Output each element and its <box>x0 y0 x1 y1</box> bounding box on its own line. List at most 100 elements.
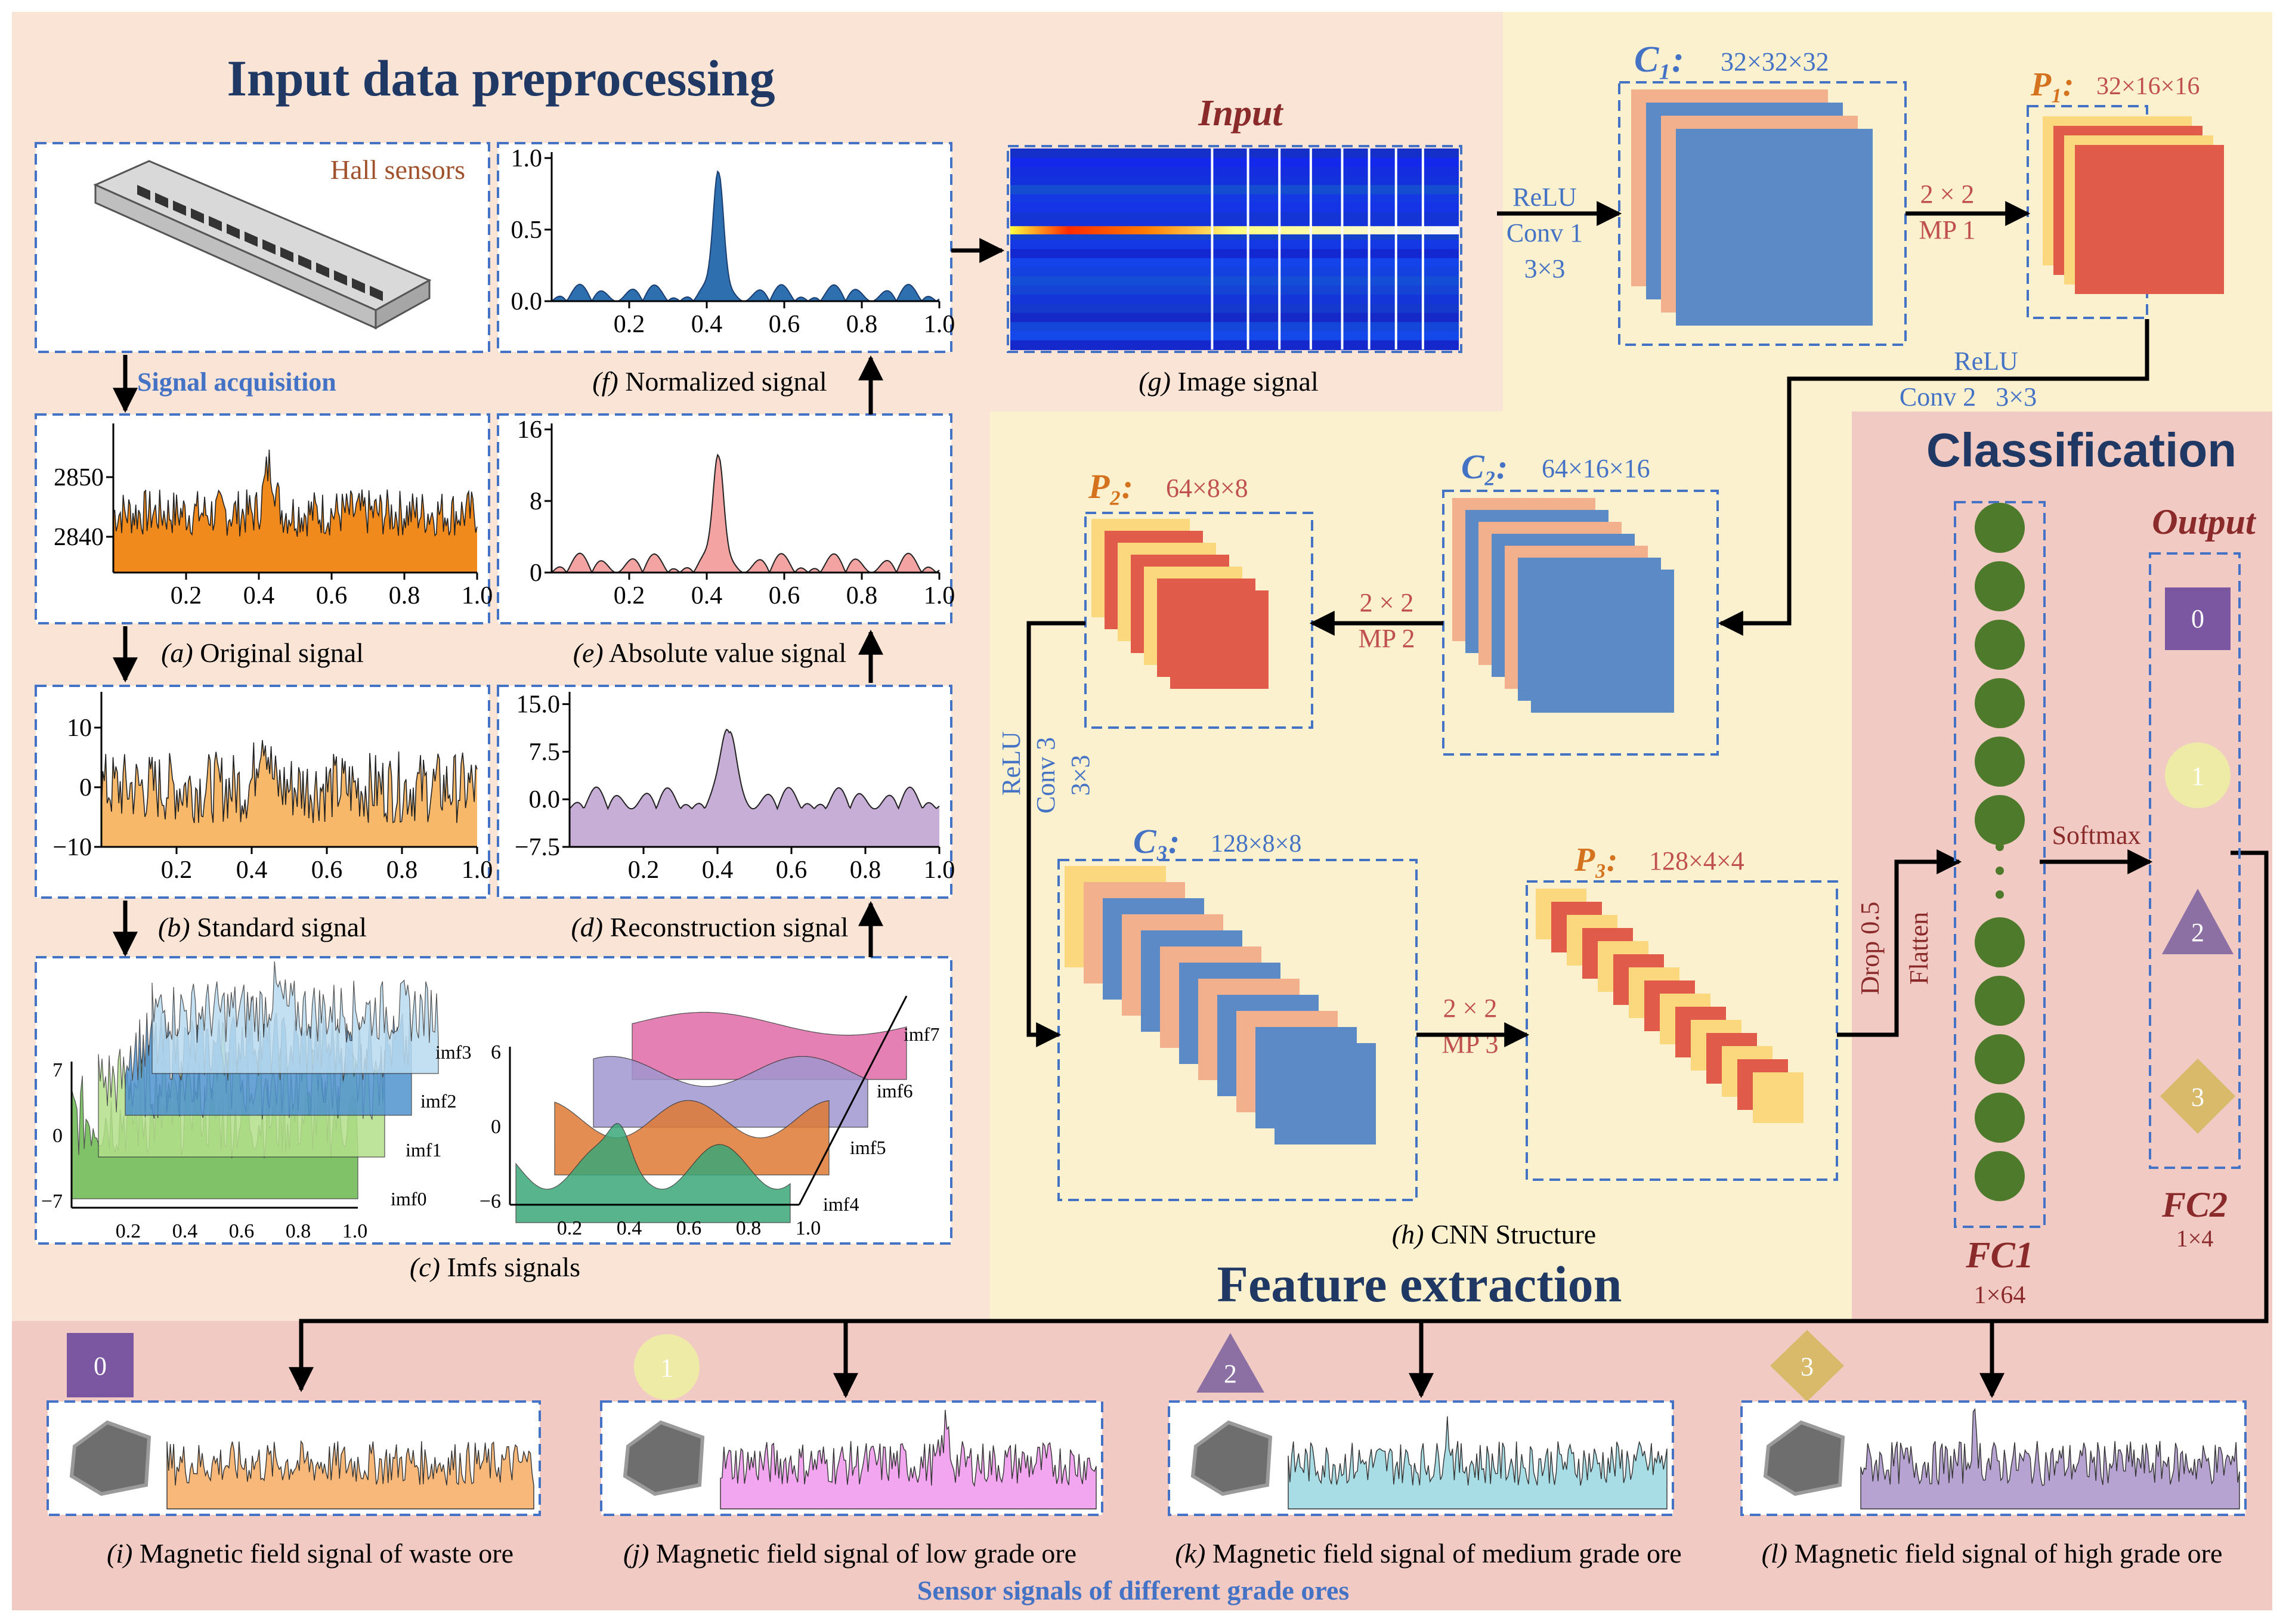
imf-right-xtick: 0.8 <box>736 1217 762 1239</box>
caption-c-letter: (c) <box>410 1252 440 1282</box>
ore-badge-0: 0 <box>67 1333 134 1397</box>
preprocessing-arrows <box>113 238 1005 957</box>
y-tick-label: 0 <box>530 559 542 587</box>
fc1-node <box>1975 678 2025 728</box>
hall-sensor-chip <box>227 224 240 239</box>
x-tick-label: 0.4 <box>243 582 275 610</box>
caption-h-letter: (h) <box>1392 1219 1424 1249</box>
sensor-panel: Hall sensors <box>35 142 490 353</box>
imf-left-label: imf1 <box>406 1139 441 1161</box>
conv3-relu: ReLU <box>997 731 1026 796</box>
caption-l: (l) Magnetic field signal of high grade … <box>1762 1538 2223 1569</box>
hall-sensor-chip <box>209 216 222 231</box>
fc1-ellipsis-dot <box>1996 867 2004 875</box>
class-1-circle <box>2165 743 2231 808</box>
x-tick-label: 0.2 <box>614 582 645 610</box>
x-tick-label: 0.4 <box>702 856 734 884</box>
imf-left-label: imf0 <box>391 1188 426 1210</box>
caption-l-letter: (l) <box>1762 1538 1787 1569</box>
caption-k: (k) Magnetic field signal of medium grad… <box>1175 1538 1681 1569</box>
class-3-label: 3 <box>2191 1082 2204 1112</box>
ore-signal-area <box>720 1409 1097 1509</box>
caption-a-text: Original signal <box>193 638 364 668</box>
caption-k-text: Magnetic field signal of medium grade or… <box>1205 1538 1681 1569</box>
y-tick-label: 2840 <box>54 524 104 551</box>
imf-left-ytick: 0 <box>52 1125 63 1147</box>
ore-rock-image <box>69 1420 151 1496</box>
imf-right-label: imf6 <box>877 1080 912 1102</box>
imf-left-ytick: 7 <box>52 1059 63 1081</box>
hall-sensor-chip <box>155 193 168 208</box>
fc1-node <box>1975 561 2025 611</box>
y-tick-label: 16 <box>517 416 542 444</box>
x-tick-label: 0.8 <box>389 582 420 610</box>
heatmap-row <box>1010 331 1459 341</box>
y-tick-label: −10 <box>52 834 92 861</box>
fc2-dims: 1×4 <box>2176 1225 2214 1252</box>
hall-sensor-chip <box>191 208 204 224</box>
ore-rock-image <box>1190 1420 1273 1496</box>
imf-right-label: imf4 <box>823 1193 859 1215</box>
class-2-label: 2 <box>2191 918 2204 947</box>
caption-i-text: Magnetic field signal of waste ore <box>132 1538 514 1569</box>
ore-rock-image <box>1763 1420 1845 1496</box>
x-tick-label: 0.8 <box>846 311 878 338</box>
hall-sensor-chip <box>370 286 383 301</box>
x-tick-label: 0.2 <box>161 856 193 884</box>
badge-1-label: 1 <box>660 1353 673 1382</box>
caption-e: (e) Absolute value signal <box>573 638 847 668</box>
c3-dims: 128×8×8 <box>1211 830 1301 858</box>
c1-dims: 32×32×32 <box>1721 47 1829 76</box>
imf-right-depth-axis <box>798 995 908 1205</box>
ore-badge-1: 1 <box>634 1334 700 1400</box>
imf-right-xtick: 0.6 <box>676 1217 702 1239</box>
caption-e-text: Absolute value signal <box>604 638 847 668</box>
y-tick-label: 15.0 <box>516 691 561 719</box>
x-tick-label: 0.2 <box>614 311 645 338</box>
y-tick-label: 10 <box>67 714 92 742</box>
signal-area <box>113 450 477 573</box>
signal-area <box>101 740 477 847</box>
x-tick-label: 1.0 <box>462 856 493 884</box>
x-tick-label: 1.0 <box>462 582 493 610</box>
p3-label: P₃: <box>1574 842 1617 878</box>
ore-rock-image <box>623 1420 705 1496</box>
hall-sensor-chip <box>352 278 365 293</box>
signal-area <box>570 729 939 847</box>
hall-sensor-chip <box>298 255 311 270</box>
caption-g: (g) Image signal <box>1139 366 1318 397</box>
caption-f: (f) Normalized signal <box>592 366 827 397</box>
imf-right-layer <box>632 1011 907 1080</box>
heatmap-row <box>1010 313 1459 323</box>
fc1-node <box>1975 737 2025 787</box>
caption-h: (h) CNN Structure <box>1392 1219 1596 1249</box>
signal-line <box>569 728 940 811</box>
x-tick-label: 1.0 <box>924 856 955 884</box>
conv1-name: Conv 1 <box>1507 218 1583 248</box>
c2-dims: 64×16×16 <box>1542 454 1650 483</box>
imf-right-xtick: 0.4 <box>617 1217 642 1239</box>
ore-panel-3 <box>1740 1400 2247 1516</box>
caption-g-letter: (g) <box>1139 366 1171 397</box>
imf-left-label: imf2 <box>420 1090 456 1112</box>
sensor-device-image <box>93 160 432 330</box>
caption-c: (c) Imfs signals <box>410 1252 580 1282</box>
x-tick-label: 0.6 <box>311 856 343 884</box>
heatmap-row <box>1010 285 1459 296</box>
heatmap-row <box>1010 240 1459 250</box>
imf-right-ytick: −6 <box>480 1190 501 1212</box>
heatmap-row <box>1010 194 1459 204</box>
caption-j-text: Magnetic field signal of low grade ore <box>649 1538 1077 1569</box>
ore-signal-area <box>1288 1416 1668 1509</box>
imf-right-ytick: 6 <box>491 1041 501 1063</box>
caption-j-letter: (j) <box>623 1538 649 1569</box>
x-tick-label: 0.2 <box>628 856 660 884</box>
imf-right-label: imf5 <box>850 1137 886 1158</box>
output-class-0: 0 <box>2165 587 2231 650</box>
conv2-relu: ReLU <box>1954 347 2018 376</box>
output-class-3: 3 <box>2160 1059 2235 1134</box>
x-tick-label: 0.4 <box>691 582 723 610</box>
